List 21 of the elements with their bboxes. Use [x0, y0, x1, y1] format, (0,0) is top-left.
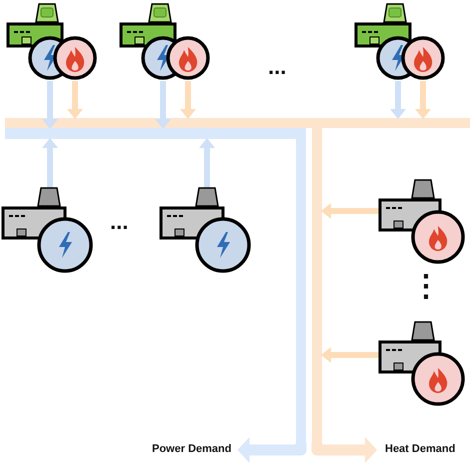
power-bus-band	[5, 128, 306, 445]
demand-label: Heat Demand	[385, 443, 456, 455]
arrow	[180, 81, 196, 119]
arrow	[155, 81, 171, 129]
arrow	[415, 81, 431, 119]
ellipsis-label: ...	[110, 211, 128, 233]
arrow	[199, 138, 215, 189]
arrow	[42, 81, 58, 129]
arrow	[42, 138, 58, 189]
power-plant-drawing	[158, 185, 253, 275]
arrow	[237, 437, 306, 463]
arrow	[321, 347, 381, 363]
arrow	[321, 203, 381, 219]
arrow	[312, 437, 377, 463]
arrow	[67, 81, 83, 119]
demand-label: Power Demand	[152, 443, 232, 455]
power-plant-drawing	[0, 185, 95, 275]
heat-bus-band	[5, 118, 470, 445]
ellipsis-label: ...	[268, 56, 286, 78]
ellipsis-label: ⋮	[411, 272, 441, 302]
arrow	[390, 81, 406, 119]
